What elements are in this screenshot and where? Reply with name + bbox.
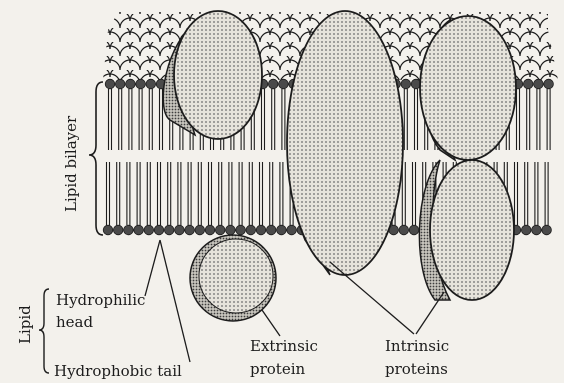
lipid-head <box>126 79 136 89</box>
lipid-head <box>124 225 134 235</box>
lipid-bracket <box>39 289 49 373</box>
lipid-head <box>544 79 554 89</box>
lipid-head <box>144 225 154 235</box>
lipid-head <box>146 79 156 89</box>
lipid-head <box>409 225 419 235</box>
hydrophilic-label-line2: head <box>56 313 93 331</box>
lipid-head <box>534 79 544 89</box>
lipid-head <box>136 79 146 89</box>
lipid-head <box>175 225 185 235</box>
lipid-head <box>103 225 113 235</box>
lipid-head <box>279 79 289 89</box>
lipid-head <box>266 225 276 235</box>
lipid-head <box>195 225 205 235</box>
extrinsic-leader <box>262 310 280 336</box>
hydrophobic-label: Hydrophobic tail <box>54 362 182 380</box>
lipid-head <box>287 225 297 235</box>
lipid-head <box>215 225 225 235</box>
lipid-head <box>246 225 256 235</box>
lipid-head <box>236 225 246 235</box>
extrinsic-label-line1: Extrinsic <box>250 337 318 355</box>
lipid-head <box>399 225 409 235</box>
intrinsic-leader-center <box>330 262 414 334</box>
lipid-head <box>226 225 236 235</box>
hydrophilic-leader <box>145 240 160 296</box>
lipid-head <box>523 79 533 89</box>
extrinsic-protein <box>190 235 276 321</box>
lipid-head <box>521 225 531 235</box>
lipid-label: Lipid <box>16 305 34 344</box>
lipid-head <box>256 225 266 235</box>
lipid-head <box>205 225 215 235</box>
lipid-head <box>532 225 542 235</box>
lipid-bilayer-label: Lipid bilayer <box>62 115 80 212</box>
intrinsic-protein-right-upper <box>420 16 516 160</box>
hydrophilic-label-line1: Hydrophilic <box>56 291 145 309</box>
lipid-head <box>277 225 287 235</box>
lipid-head <box>105 79 115 89</box>
lipid-head <box>115 79 125 89</box>
lipid-head <box>134 225 144 235</box>
lipid-bilayer-bracket <box>89 82 103 235</box>
hydrophobic-leader <box>160 240 190 362</box>
lipid-head <box>113 225 123 235</box>
lipid-head <box>542 225 552 235</box>
lipid-head <box>185 225 195 235</box>
extrinsic-label-line2: protein <box>250 360 306 378</box>
intrinsic-label-line2: proteins <box>385 360 448 378</box>
lipid-head <box>164 225 174 235</box>
intrinsic-protein-center <box>287 11 403 275</box>
intrinsic-leader-right <box>416 292 444 334</box>
lipid-head <box>154 225 164 235</box>
intrinsic-label-line1: Intrinsic <box>385 337 449 355</box>
lipid-head <box>268 79 278 89</box>
lipid-head <box>401 79 411 89</box>
intrinsic-protein-right-lower <box>419 160 514 300</box>
